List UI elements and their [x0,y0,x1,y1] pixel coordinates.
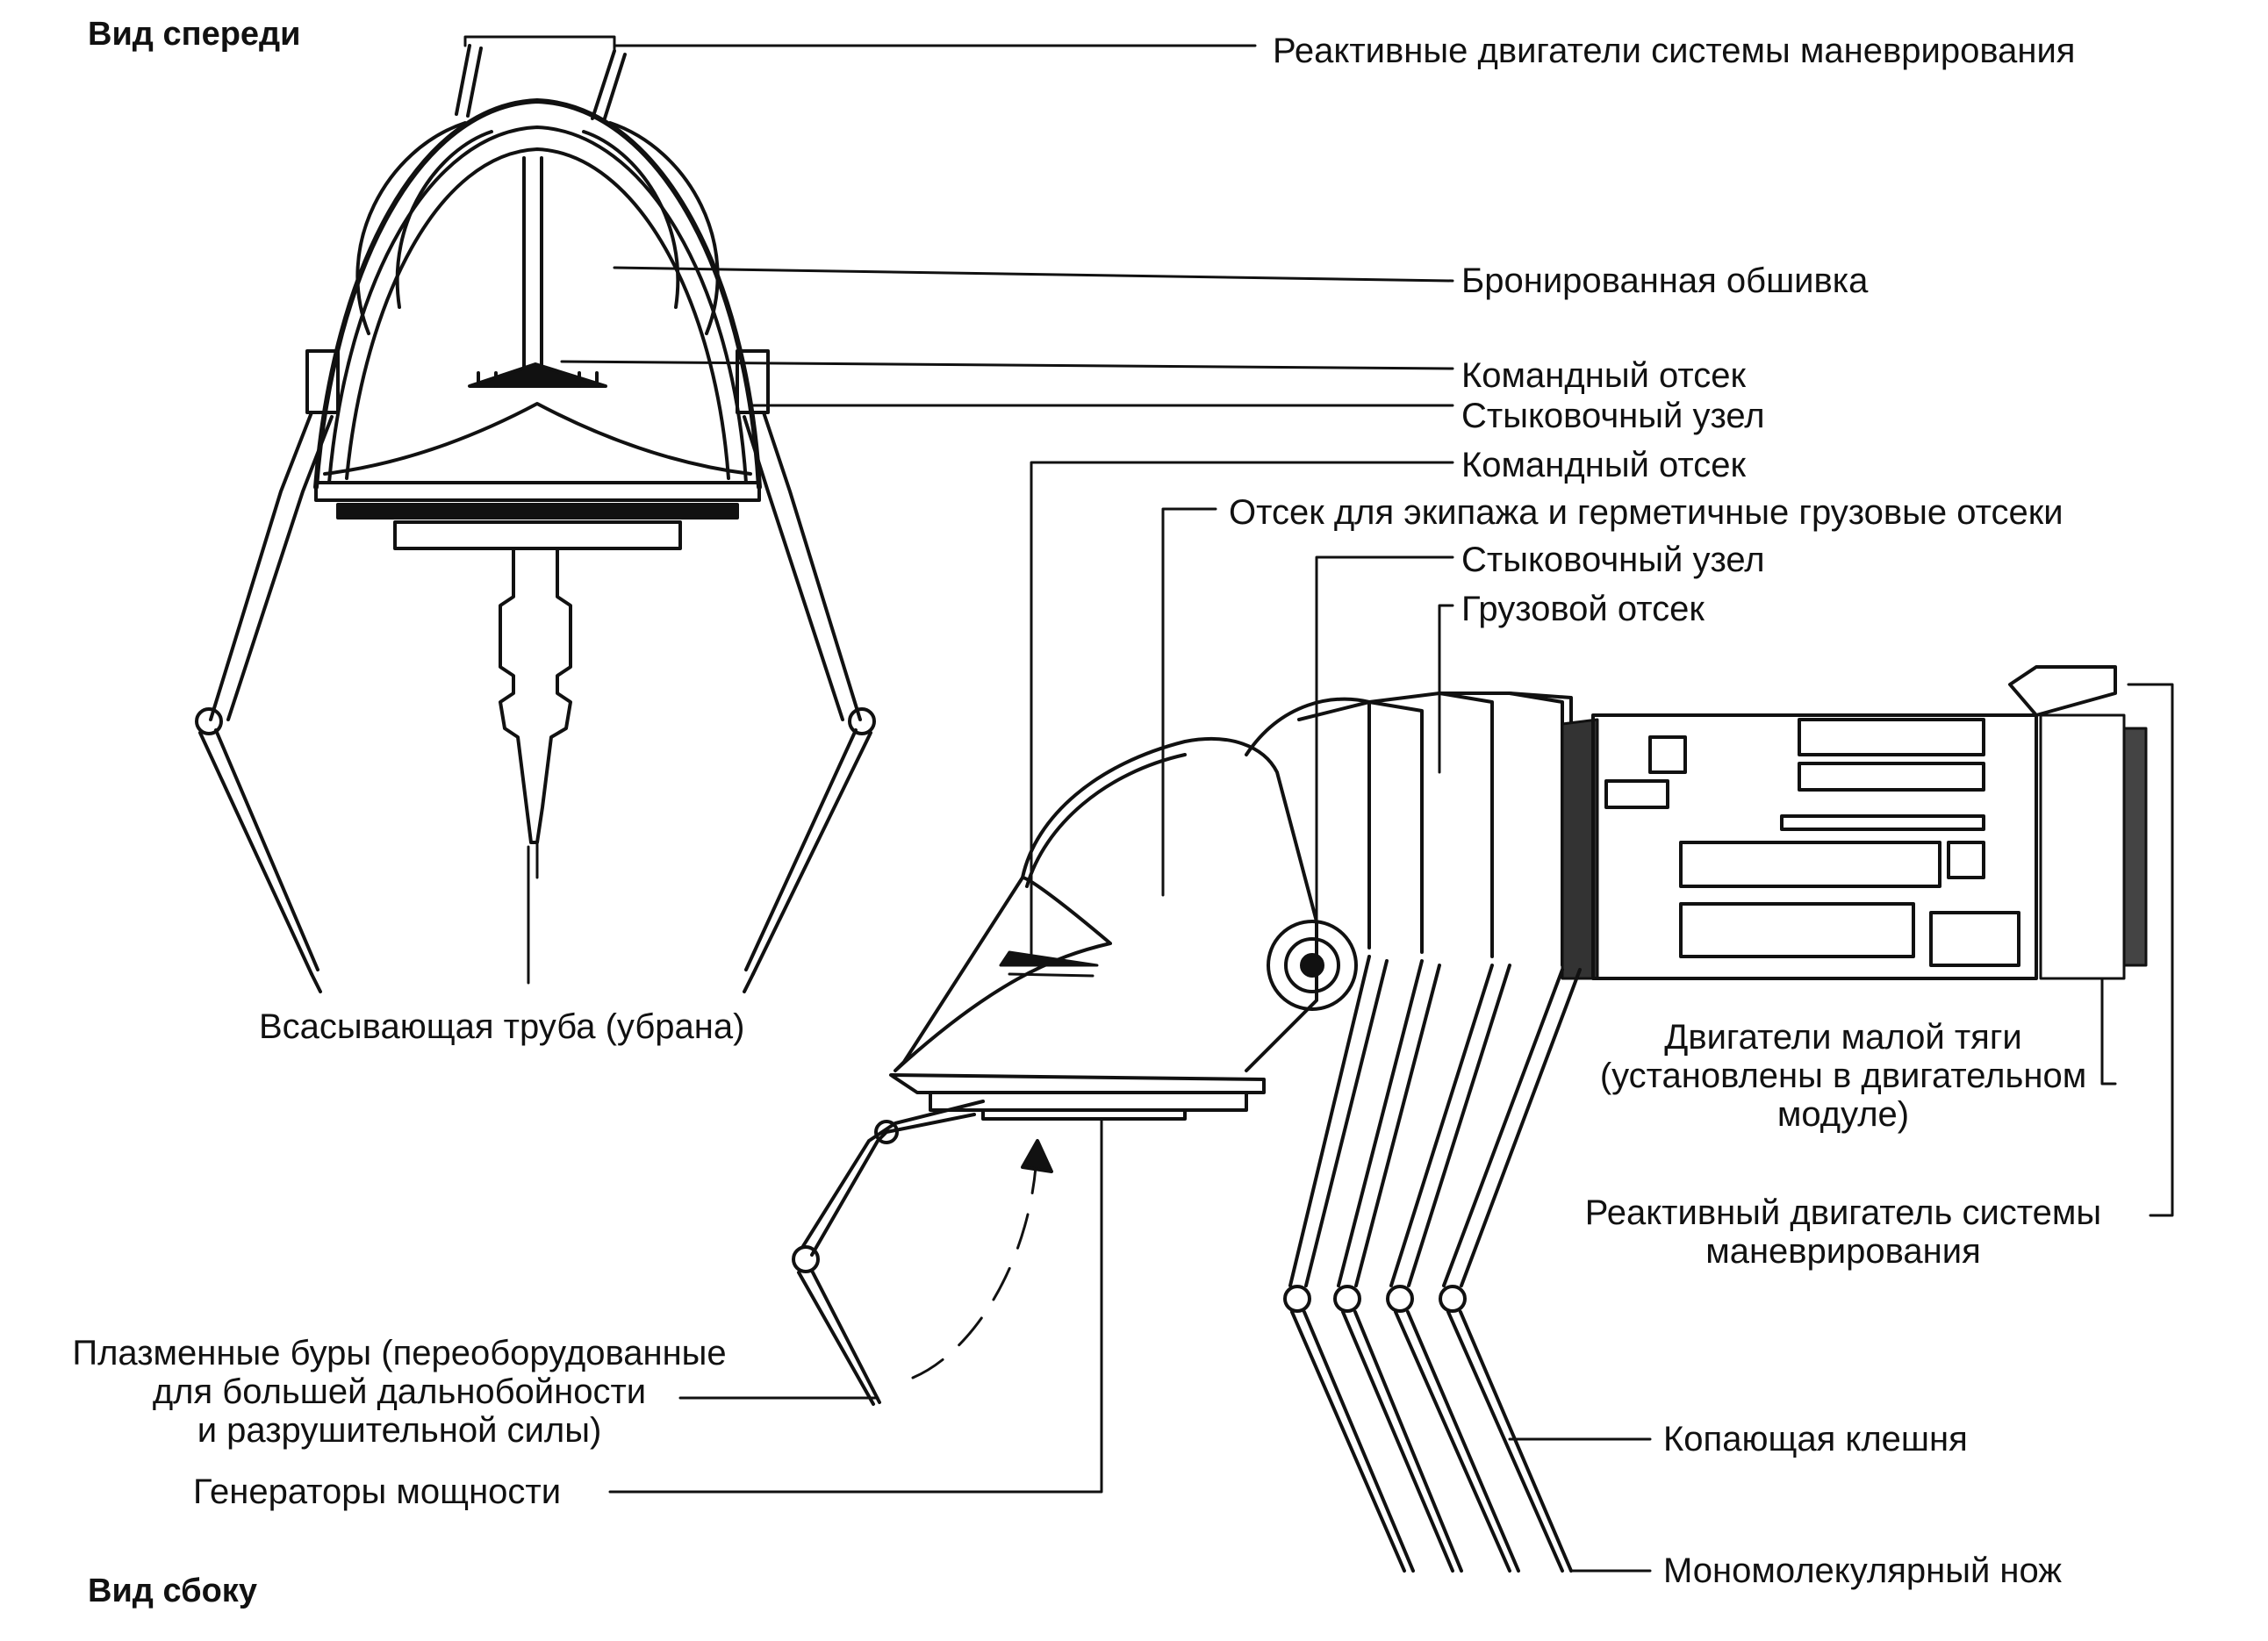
leader-armor [613,266,1454,283]
label-suction: Всасывающая труба (убрана) [259,1007,745,1046]
front-jet-right [591,49,627,123]
leader-crew [1161,507,1217,897]
label-jet-side-line2: маневрирования [1705,1232,1981,1271]
side-view-title: Вид сбоку [88,1573,257,1609]
label-thrusters-line1: Двигатели малой тяги [1664,1018,2022,1057]
label-armor: Бронированная обшивка [1461,262,1869,300]
label-thrusters-line3: модуле) [1776,1095,1910,1134]
label-cargo: Грузовой отсек [1461,590,1705,628]
label-jet-side: Реактивный двигатель системы маневрирова… [1554,1193,2133,1271]
label-dock-side: Стыковочный узел [1461,541,1765,579]
label-command-side: Командный отсек [1461,446,1747,484]
front-view-drawing [195,44,876,993]
leader-command-front [560,360,1454,370]
leader-cargo [1438,604,1454,774]
label-crew: Отсек для экипажа и герметичные грузовые… [1229,493,2063,532]
label-dock-front: Стыковочный узел [1461,397,1765,435]
front-jet-left [455,44,483,118]
leader-generators [608,1117,1103,1494]
label-thrusters: Двигатели малой тяги (установлены в двиг… [1562,1018,2124,1134]
label-claw: Копающая клешня [1663,1420,1968,1458]
label-command-front: Командный отсек [1461,356,1747,395]
label-knife: Мономолекулярный нож [1663,1551,2063,1590]
leader-command-side [1030,461,1454,958]
label-plasma-line3: и разрушительной силы) [197,1411,602,1450]
label-generators: Генераторы мощности [193,1473,562,1511]
label-plasma: Плазменные буры (переоборудованные для б… [35,1334,764,1450]
front-view-title: Вид спереди [88,16,301,53]
leader-jets [463,35,1257,53]
leader-thrusters [2100,977,2117,1086]
side-view-drawing [792,665,2148,1573]
label-plasma-line1: Плазменные буры (переоборудованные [72,1334,727,1372]
label-thrusters-line2: (установлены в двигательном [1599,1057,2087,1095]
leader-dock-side [1315,555,1454,932]
label-jet-side-line1: Реактивный двигатель системы [1584,1193,2102,1232]
leader-jet-side [2127,683,2174,1217]
label-jets: Реактивные двигатели системы маневрирова… [1273,32,2076,70]
leader-lines [463,35,2174,1573]
label-plasma-line2: для большей дальнобойности [152,1372,647,1411]
